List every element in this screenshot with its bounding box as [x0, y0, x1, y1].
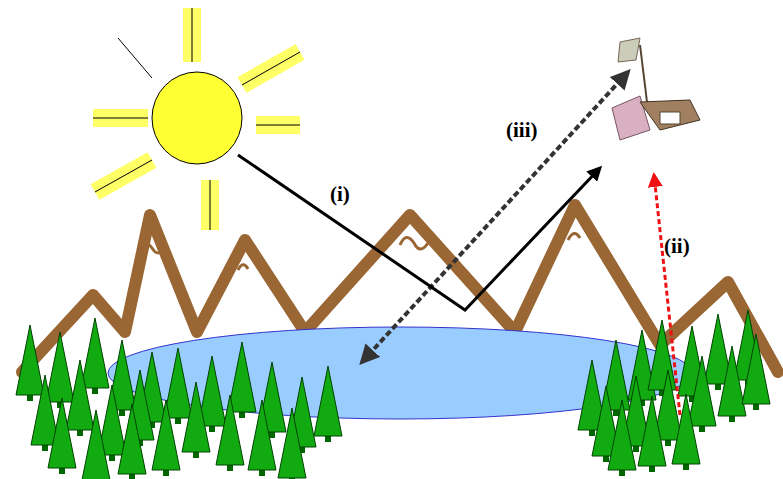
tree-trunk: [175, 418, 181, 424]
tree: [638, 396, 666, 466]
tree: [152, 400, 180, 470]
tree-trunk: [613, 410, 619, 416]
sun-ray-core: [256, 125, 300, 126]
tree: [672, 394, 700, 464]
tree-trunk: [649, 466, 655, 472]
tree-trunk: [163, 470, 169, 476]
tree-trunk: [42, 445, 48, 451]
tree: [278, 408, 306, 478]
tree: [66, 360, 94, 430]
tree-trunk: [665, 440, 671, 446]
tree: [688, 356, 716, 426]
emitted-ray: [654, 175, 680, 415]
tree: [82, 410, 110, 479]
sun-ray-core: [210, 180, 211, 230]
tree: [608, 400, 636, 470]
tree-trunk: [699, 426, 705, 432]
sun-ray-core: [93, 118, 148, 119]
reflected-ray: [238, 155, 600, 310]
tree-trunk: [92, 388, 98, 394]
tree-trunk: [59, 468, 65, 474]
tree: [182, 382, 210, 452]
mountain-ridge: [400, 237, 428, 249]
tree-trunk: [753, 404, 759, 410]
sun-ray-core: [95, 160, 152, 192]
tree: [118, 404, 146, 474]
sun-ray-core: [242, 52, 300, 85]
tree: [228, 342, 256, 412]
tree-trunk: [259, 470, 265, 476]
tree-trunk: [619, 470, 625, 476]
tree: [216, 395, 244, 465]
sun-ray: [93, 109, 148, 127]
mountain-ridge: [140, 243, 164, 253]
tree-trunk: [119, 410, 125, 416]
tree-trunk: [227, 465, 233, 471]
mountain-ridge: [238, 265, 248, 270]
tree-trunk: [729, 416, 735, 422]
tree-trunk: [325, 436, 331, 442]
tree: [164, 348, 192, 418]
sun-ray: [256, 116, 300, 134]
sun-ray: [183, 8, 201, 62]
dashed-arrow: [362, 72, 628, 362]
tree: [48, 398, 76, 468]
tree-trunk: [77, 430, 83, 436]
tree-trunk: [27, 395, 33, 401]
tree: [248, 400, 276, 470]
tree-trunk: [239, 412, 245, 418]
tree-trunk: [683, 464, 689, 470]
sun-ray: [242, 52, 300, 85]
mountain-ridge: [568, 233, 580, 240]
ray-label: (ii): [664, 236, 690, 257]
sun: [152, 72, 242, 164]
satellite: [612, 38, 700, 140]
tree-trunk: [603, 456, 609, 462]
tree: [81, 318, 109, 388]
tree: [46, 332, 74, 402]
ray-label: (iii): [506, 120, 538, 141]
tree: [314, 366, 342, 436]
tree-trunk: [209, 426, 215, 432]
tree-trunk: [715, 384, 721, 390]
sun-ray-core: [192, 8, 193, 62]
tree-trunk: [633, 446, 639, 452]
ray-label: (i): [330, 184, 350, 205]
sun-ray: [118, 38, 152, 78]
tree-trunk: [589, 430, 595, 436]
tree-trunk: [193, 452, 199, 458]
tree-trunk: [109, 455, 115, 461]
tree: [718, 346, 746, 416]
sun-ray: [95, 160, 152, 192]
tree: [16, 325, 44, 395]
tree: [742, 334, 770, 404]
tree-trunk: [129, 474, 135, 479]
sun-ray: [201, 180, 219, 230]
